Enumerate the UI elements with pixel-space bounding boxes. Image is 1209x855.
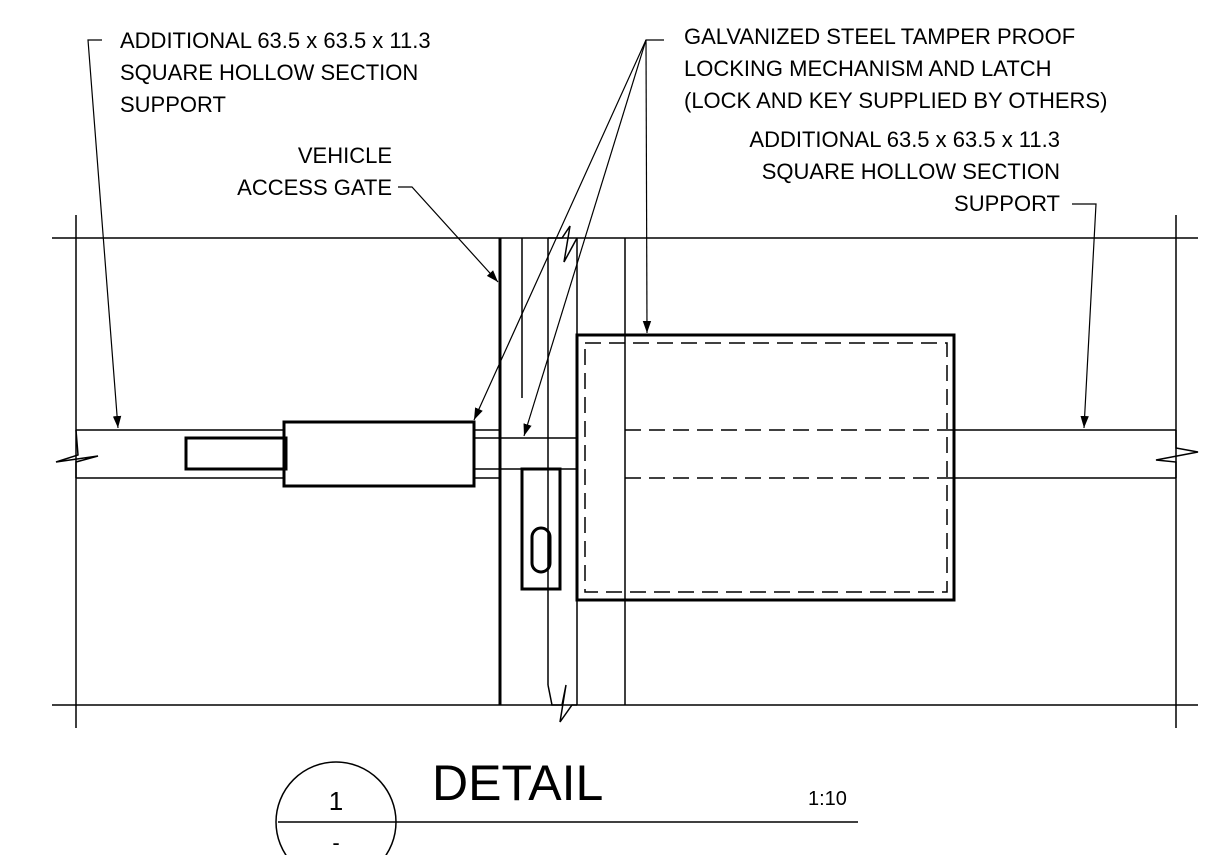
leader-support-left	[87, 39, 122, 429]
latch-assembly	[184, 420, 577, 591]
note-support-left-line3: SUPPORT	[120, 92, 226, 117]
bolt-sleeve	[282, 420, 476, 488]
gate-frame	[498, 225, 626, 723]
note-support-right-line1: ADDITIONAL 63.5 x 63.5 x 11.3	[749, 127, 1060, 152]
lock-box-hidden	[584, 342, 948, 593]
leader-gate	[398, 186, 499, 283]
note-support-left-line1: ADDITIONAL 63.5 x 63.5 x 11.3	[120, 28, 431, 53]
lock-body	[575, 333, 956, 602]
note-gate: VEHICLE ACCESS GATE	[237, 143, 392, 200]
left-support-section	[55, 429, 500, 479]
detail-title-block: 1 - DETAIL 1:10	[275, 755, 858, 855]
leader-support-right	[1072, 203, 1097, 429]
note-locking-line1: GALVANIZED STEEL TAMPER PROOF	[684, 24, 1075, 49]
leader-locking-3	[642, 39, 652, 334]
note-support-right-line3: SUPPORT	[954, 191, 1060, 216]
right-support-section	[954, 429, 1199, 479]
note-support-right: ADDITIONAL 63.5 x 63.5 x 11.3 SQUARE HOL…	[749, 127, 1060, 216]
note-support-left: ADDITIONAL 63.5 x 63.5 x 11.3 SQUARE HOL…	[120, 28, 431, 117]
padlock-tab	[520, 467, 562, 591]
bolt-tip	[184, 436, 288, 471]
detail-scale: 1:10	[808, 788, 847, 810]
note-locking: GALVANIZED STEEL TAMPER PROOF LOCKING ME…	[684, 24, 1107, 113]
lock-box-outer	[575, 333, 956, 602]
note-locking-line2: LOCKING MECHANISM AND LATCH	[684, 56, 1052, 81]
note-locking-line3: (LOCK AND KEY SUPPLIED BY OTHERS)	[684, 88, 1107, 113]
detail-number: 1	[329, 786, 343, 816]
detail-sheet-ref: -	[332, 830, 339, 855]
detail-title: DETAIL	[432, 755, 603, 811]
note-gate-line1: VEHICLE	[298, 143, 392, 168]
leader-locking-2	[523, 39, 647, 437]
note-support-right-line2: SQUARE HOLLOW SECTION	[762, 159, 1060, 184]
note-support-left-line2: SQUARE HOLLOW SECTION	[120, 60, 418, 85]
padlock-slot	[530, 526, 552, 574]
leaders	[87, 39, 1097, 437]
note-gate-line2: ACCESS GATE	[237, 175, 392, 200]
